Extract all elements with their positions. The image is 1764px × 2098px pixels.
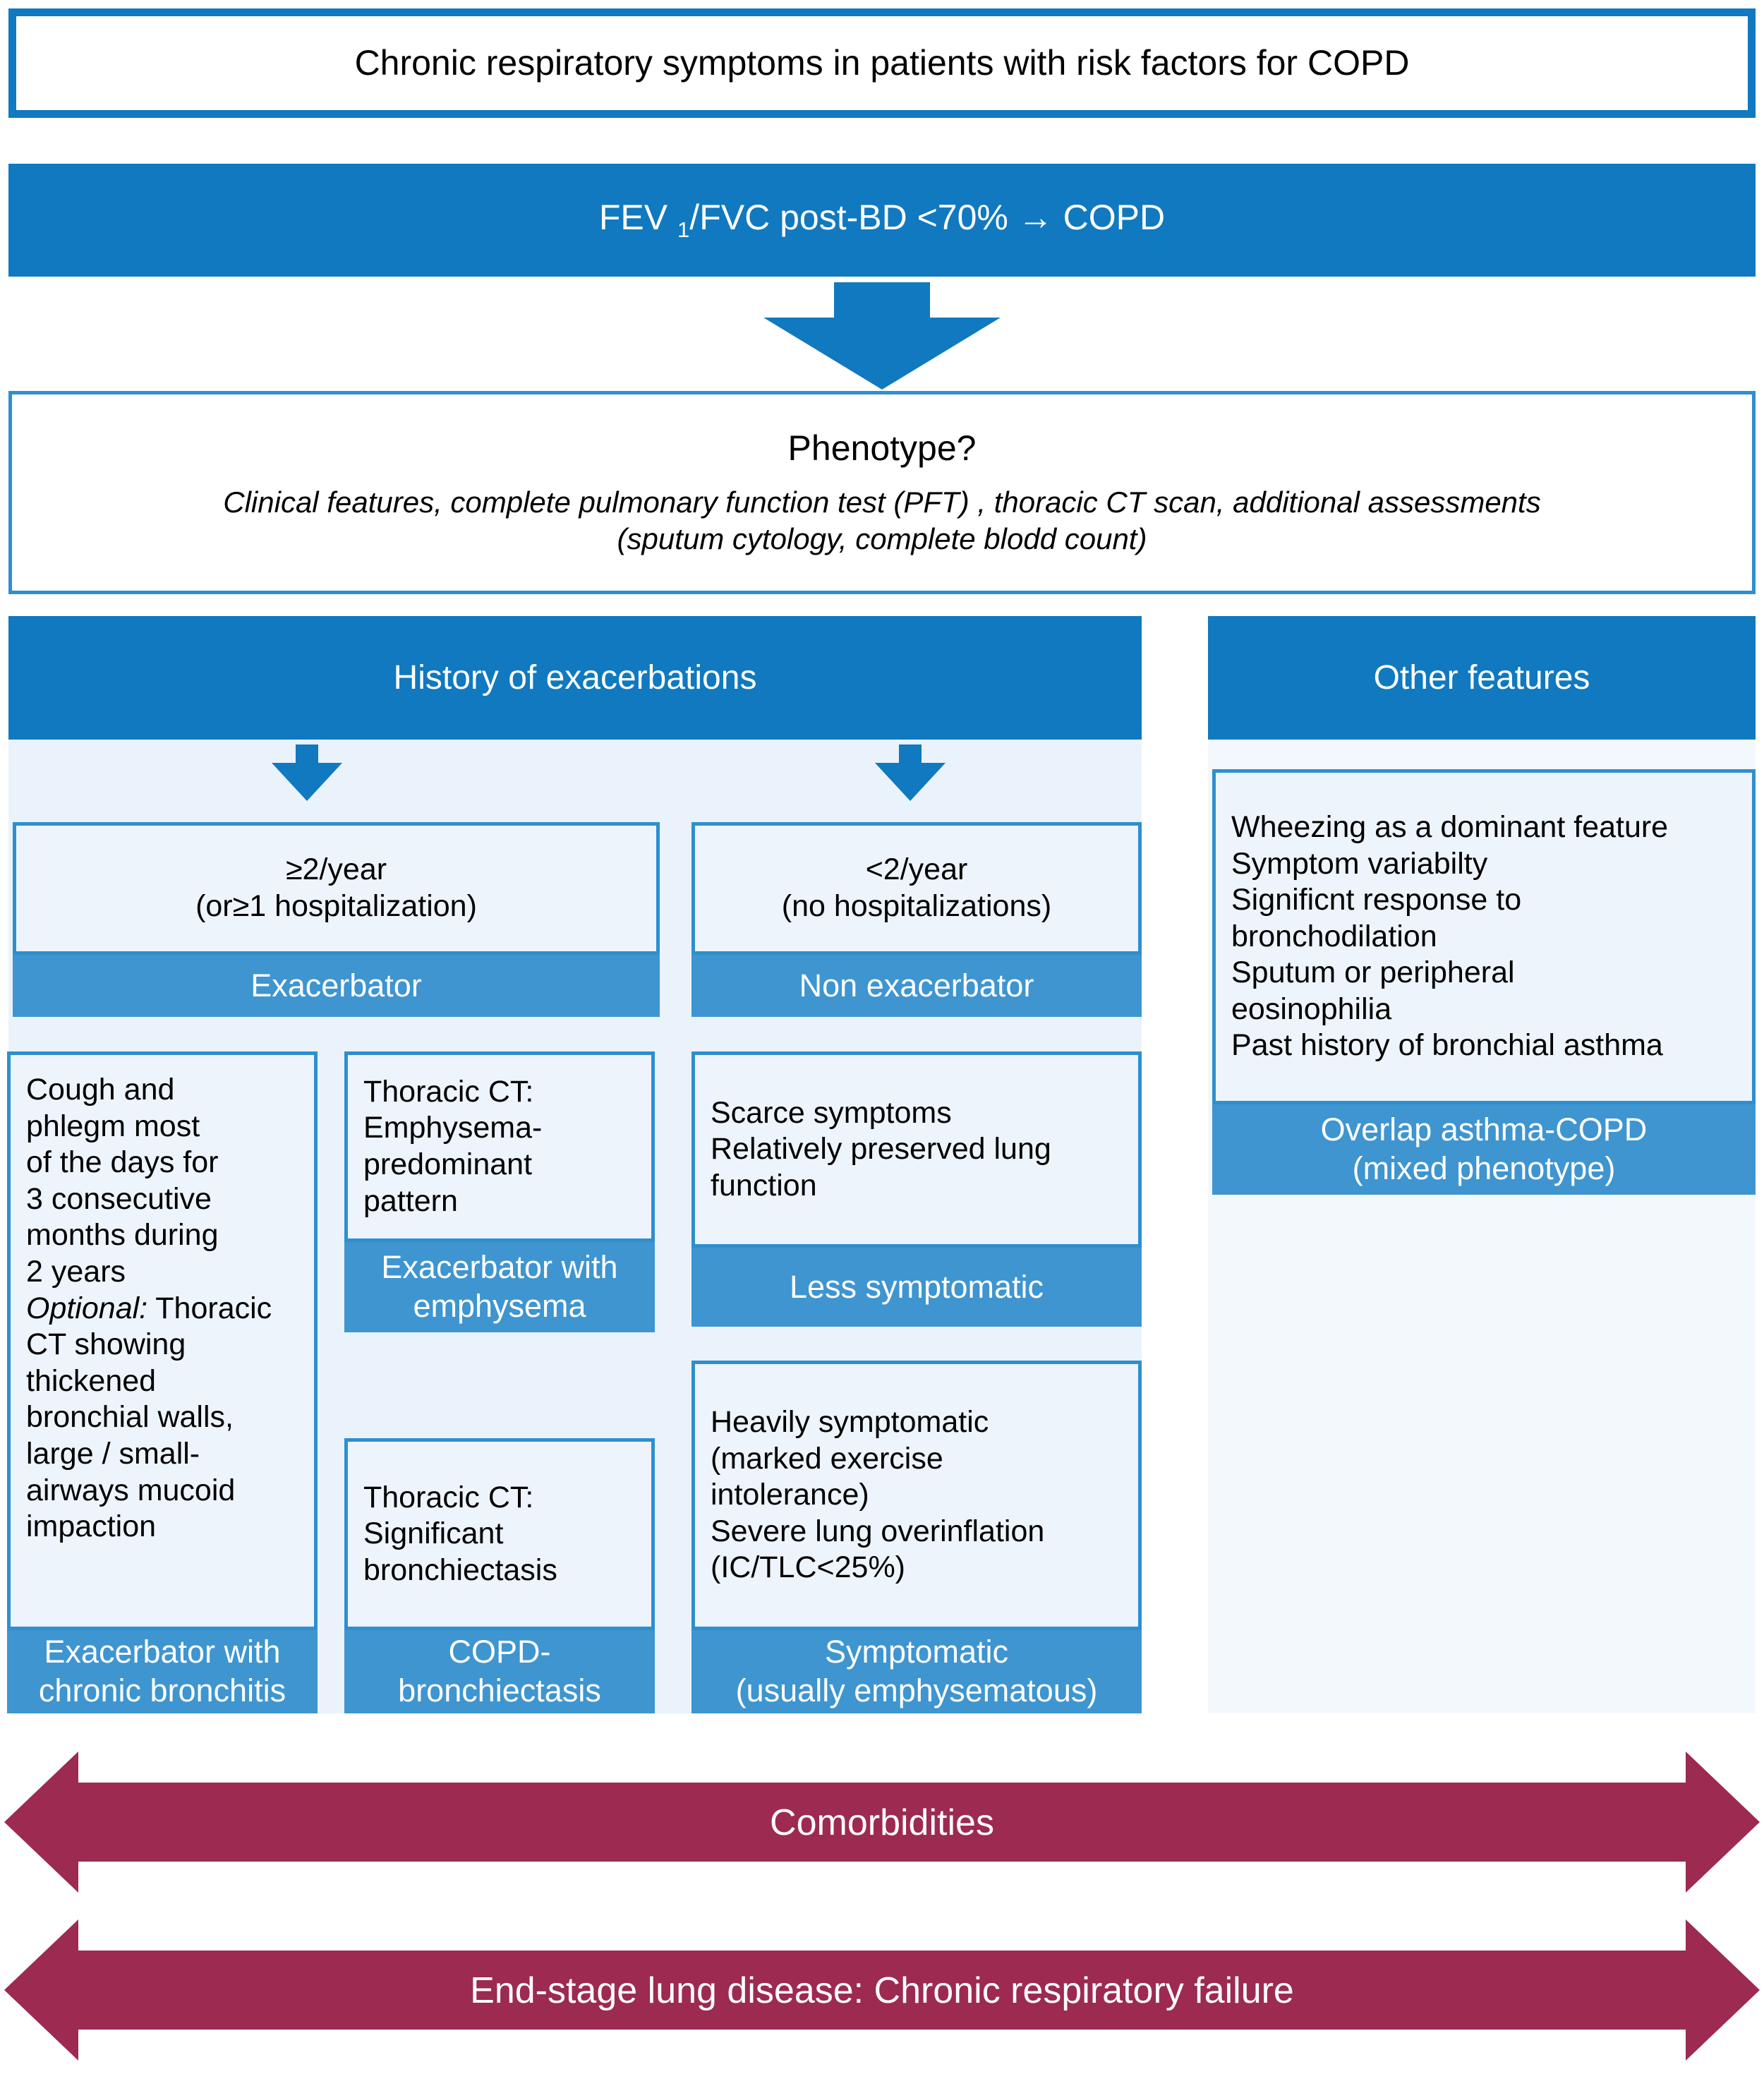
- emphysema-label: Exacerbator with emphysema: [381, 1249, 618, 1324]
- non-exacerbator-criteria-box: <2/year (no hospitalizations): [691, 822, 1142, 955]
- bronchiectasis-label: COPD- bronchiectasis: [398, 1634, 601, 1708]
- fev-prefix: FEV: [598, 198, 668, 238]
- other-features-list: Wheezing as a dominant feature Symptom v…: [1231, 809, 1669, 1063]
- non-exacerbator-label-band: Non exacerbator: [691, 955, 1142, 1017]
- symptomatic-label-band: Symptomatic (usually emphysematous): [691, 1630, 1142, 1713]
- down-arrow-icon: [763, 282, 1001, 390]
- bronchiectasis-label-band: COPD- bronchiectasis: [344, 1630, 655, 1713]
- emphysema-criteria-box: Thoracic CT: Emphysema- predominant patt…: [344, 1051, 655, 1242]
- chart-title-box: Chronic respiratory symptoms in patients…: [8, 8, 1756, 118]
- spirometry-criterion-banner: FEV 1/FVC post-BD <70% → COPD: [8, 164, 1756, 277]
- fev-subscript: 1: [677, 217, 690, 243]
- history-of-exacerbations-header: History of exacerbations: [8, 616, 1142, 740]
- overlap-asthma-copd-label: Overlap asthma-COPD (mixed phenotype): [1320, 1111, 1648, 1186]
- overlap-asthma-copd-label-band: Overlap asthma-COPD (mixed phenotype): [1212, 1104, 1756, 1195]
- symptomatic-label: Symptomatic (usually emphysematous): [735, 1634, 1098, 1708]
- exacerbator-criteria-text: ≥2/year (or≥1 hospitalization): [195, 852, 477, 923]
- less-symptomatic-criteria-text: Scarce symptoms Relatively preserved lun…: [711, 1095, 1051, 1202]
- chronic-bronchitis-label-band: Exacerbator with chronic bronchitis: [7, 1630, 318, 1713]
- fev-suffix: /FVC post-BD <70% → COPD: [689, 198, 1166, 238]
- exacerbator-label: Exacerbator: [250, 967, 422, 1003]
- comorbidities-label: Comorbidities: [770, 1802, 994, 1843]
- bronchiectasis-criteria-box: Thoracic CT: Significant bronchiectasis: [344, 1438, 655, 1630]
- chronic-bronchitis-criteria-box: Cough and phlegm most of the days for 3 …: [7, 1051, 318, 1630]
- chronic-bronchitis-criteria-text: Cough and phlegm most of the days for 3 …: [11, 1072, 314, 1545]
- cb-text-pre: Cough and phlegm most of the days for 3 …: [26, 1073, 219, 1289]
- phenotype-detail-line-2: (sputum cytology, complete blodd count): [617, 522, 1147, 555]
- non-exacerbator-criteria-text: <2/year (no hospitalizations): [781, 852, 1052, 923]
- bronchiectasis-criteria-text: Thoracic CT: Significant bronchiectasis: [363, 1480, 557, 1587]
- exacerbator-label-band: Exacerbator: [13, 955, 660, 1017]
- cb-text-post: Thoracic CT showing thickened bronchial …: [26, 1291, 272, 1544]
- down-arrow-icon-exacerbator: [272, 744, 342, 801]
- less-symptomatic-criteria-box: Scarce symptoms Relatively preserved lun…: [691, 1051, 1142, 1248]
- page-title: Chronic respiratory symptoms in patients…: [354, 42, 1410, 83]
- less-symptomatic-label-band: Less symptomatic: [691, 1248, 1142, 1327]
- other-features-label: Other features: [1373, 659, 1590, 697]
- end-stage-double-arrow: End-stage lung disease: Chronic respirat…: [4, 1919, 1760, 2061]
- chronic-bronchitis-label: Exacerbator with chronic bronchitis: [38, 1634, 286, 1708]
- down-arrow-icon-non-exacerbator: [875, 744, 946, 801]
- emphysema-criteria-text: Thoracic CT: Emphysema- predominant patt…: [363, 1074, 543, 1218]
- comorbidities-double-arrow: Comorbidities: [4, 1752, 1760, 1893]
- symptomatic-criteria-text: Heavily symptomatic (marked exercise int…: [711, 1405, 1045, 1585]
- symptomatic-criteria-box: Heavily symptomatic (marked exercise int…: [691, 1361, 1142, 1630]
- spirometry-criterion-text: FEV 1/FVC post-BD <70% → COPD: [599, 198, 1165, 243]
- phenotype-assessment-box: Phenotype? Clinical features, complete p…: [8, 391, 1756, 594]
- non-exacerbator-label: Non exacerbator: [799, 967, 1034, 1003]
- phenotype-question: Phenotype?: [787, 428, 977, 468]
- exacerbator-criteria-box: ≥2/year (or≥1 hospitalization): [13, 822, 660, 955]
- cb-optional-label: Optional:: [26, 1291, 148, 1325]
- emphysema-label-band: Exacerbator with emphysema: [344, 1242, 655, 1332]
- less-symptomatic-label: Less symptomatic: [789, 1268, 1044, 1305]
- other-features-list-box: Wheezing as a dominant feature Symptom v…: [1212, 769, 1756, 1104]
- history-of-exacerbations-label: History of exacerbations: [393, 659, 757, 697]
- phenotype-detail-line-1: Clinical features, complete pulmonary fu…: [223, 485, 1541, 519]
- other-features-header: Other features: [1208, 616, 1756, 740]
- end-stage-label: End-stage lung disease: Chronic respirat…: [470, 1970, 1294, 2011]
